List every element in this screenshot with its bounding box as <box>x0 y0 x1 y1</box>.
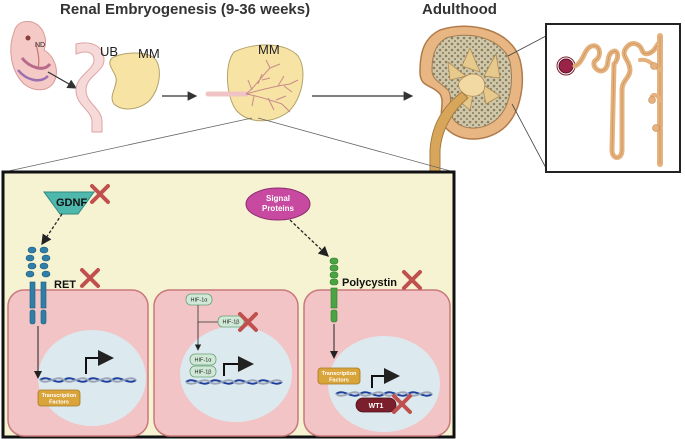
transcription-arrow-ret <box>85 350 114 374</box>
adult-kidney-illustration <box>419 25 524 173</box>
gdnf-ligand: GDNF <box>43 191 95 215</box>
zoom-line-left <box>3 117 253 173</box>
hif-1b-top-label: HIF-1β <box>223 320 240 326</box>
nd-label: ND <box>35 42 45 49</box>
hif-1a-top: HIF-1α <box>185 293 213 306</box>
wt1-label: WT1 <box>369 403 384 410</box>
mm-label-first: MM <box>138 46 160 61</box>
wt1-cross-icon <box>392 394 412 414</box>
nucleus-hif <box>180 326 292 422</box>
ret-cross-icon <box>80 268 100 288</box>
hif-1b-top: HIF-1β <box>217 315 245 328</box>
polycystin-receptor: Polycystin <box>329 257 397 323</box>
dna-ret <box>39 377 137 383</box>
transcription-factors-left: Transcription Factors <box>37 389 81 407</box>
arrow-gdnf-to-ret <box>41 213 63 246</box>
transcription-arrow-hif <box>223 356 254 376</box>
gdnf-cross-icon <box>90 184 110 204</box>
transcription-factors-right: Transcription Factors <box>317 367 361 385</box>
title-adulthood: Adulthood <box>422 1 497 18</box>
hif-1a-bottom-label: HIF-1α <box>195 358 213 364</box>
signal-proteins: Signal Proteins <box>245 187 311 221</box>
signal-proteins-line2: Proteins <box>262 204 295 213</box>
inset-connector-top <box>507 35 547 57</box>
ub-label: UB <box>100 44 118 59</box>
hif-1a-top-label: HIF-1α <box>191 298 209 304</box>
embryo-illustration: ND <box>10 21 57 91</box>
zoom-line-right <box>257 117 455 173</box>
ureteric-bud-illustration: UB MM <box>75 42 160 133</box>
tf-left-line2: Factors <box>49 400 69 406</box>
polycystin-cross-icon <box>402 270 422 290</box>
hif-1b-bottom: HIF-1β <box>189 365 217 378</box>
arrow-embryo-to-ub <box>47 71 78 89</box>
ret-label: RET <box>54 279 76 291</box>
gdnf-label: GDNF <box>56 197 87 209</box>
hif-1a-bottom: HIF-1α <box>189 353 217 366</box>
transcription-arrow-polycystin <box>371 368 400 388</box>
tf-right-line2: Factors <box>329 378 349 384</box>
hif-1b-bottom-label: HIF-1β <box>195 370 212 376</box>
tf-right-line1: Transcription <box>322 371 357 377</box>
inset-connector-bottom <box>511 103 547 169</box>
tf-left-line1: Transcription <box>42 393 77 399</box>
ret-receptor: RET <box>25 246 76 325</box>
nephron-illustration <box>556 33 663 167</box>
nucleus-polycystin <box>328 336 440 432</box>
title-renal-embryogenesis: Renal Embryogenesis (9-36 weeks) <box>60 1 310 18</box>
metanephric-mesenchyme-illustration: MM <box>205 42 304 122</box>
dna-polycystin <box>335 391 433 397</box>
dna-hif <box>185 379 283 385</box>
mm-label-second: MM <box>258 42 280 57</box>
hif-cross-icon <box>238 312 258 332</box>
polycystin-label: Polycystin <box>342 277 397 289</box>
wt1-protein: WT1 <box>355 397 397 413</box>
arrow-signal-to-polycystin <box>289 219 329 257</box>
signal-proteins-line1: Signal <box>266 194 290 203</box>
